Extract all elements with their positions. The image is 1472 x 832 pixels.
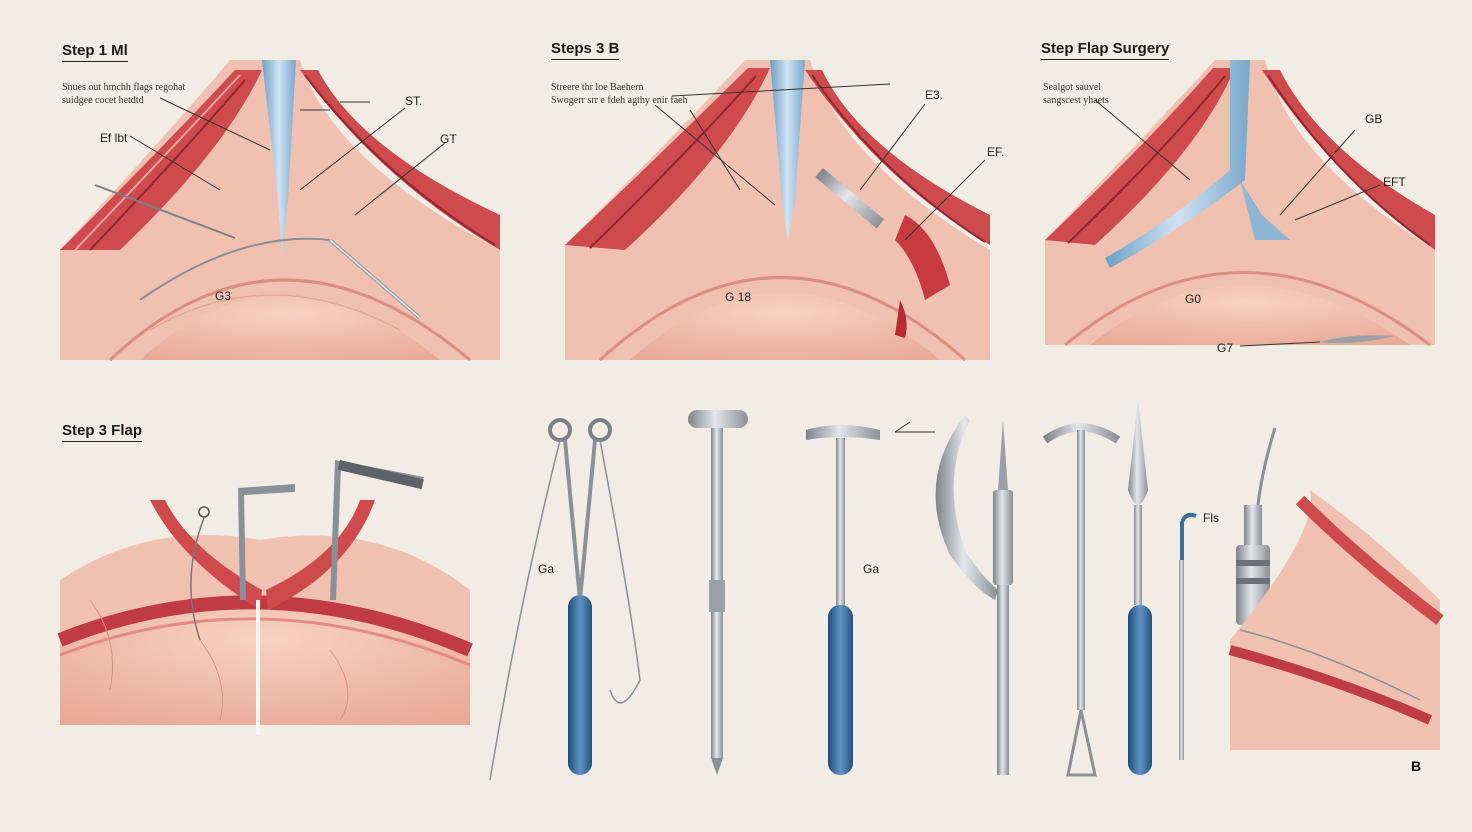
fascia-strip xyxy=(262,60,296,255)
panel-step1-illustration xyxy=(60,60,500,362)
scissors-instrument xyxy=(489,418,641,781)
step1-label-g3: G3 xyxy=(215,289,232,303)
lancet-instrument xyxy=(1128,400,1152,775)
step1-label-gt: GT xyxy=(440,132,457,146)
step3-label-g0: G0 xyxy=(1185,292,1202,306)
step2-label-e3: E3. xyxy=(925,88,944,102)
t-handle-blue-instrument xyxy=(806,421,935,775)
t-handle-probe xyxy=(688,410,748,775)
step2-label-g18: G 18 xyxy=(725,290,752,304)
step2-note-line1: Streere thr loe Baehern xyxy=(551,82,644,93)
step2-note-line2: Swogerr srr e fdeh agthy enir faeh xyxy=(551,95,688,106)
step1-note-line1: Snues out hmchh flags regohat xyxy=(62,82,186,93)
step1-label-ef: Ef lbt xyxy=(100,131,128,145)
corner-label: B xyxy=(1411,758,1422,774)
panel-step3-illustration xyxy=(1045,60,1435,347)
small-hook-probe xyxy=(1179,512,1197,760)
fascia-flap xyxy=(1105,60,1250,268)
curved-hook-instrument xyxy=(935,415,1013,775)
instrument-label-fls: Fls xyxy=(1203,511,1219,525)
instrument-label-ga-mid: Ga xyxy=(863,562,880,576)
step3-label-g7: G7 xyxy=(1217,341,1234,355)
instrument-tray xyxy=(489,400,1444,781)
step2-title: Steps 3 B xyxy=(551,40,620,60)
step1-label-st: ST. xyxy=(405,94,423,108)
panel-step2-illustration xyxy=(565,60,990,362)
step4-title: Step 3 Flap xyxy=(62,422,143,442)
step3-label-eft: EFT xyxy=(1383,175,1406,189)
muscle-right xyxy=(300,70,500,250)
step3-note-line2: sangscest yhaets xyxy=(1043,95,1109,106)
step1-title: Step 1 Ml xyxy=(62,42,128,62)
step1-note-line2: suidgee cocet hetdtd xyxy=(62,95,144,106)
panel-step4-illustration xyxy=(57,460,473,735)
step3-note-line1: Sealgot sauvel xyxy=(1043,82,1102,93)
triangle-loop-instrument xyxy=(1042,423,1121,777)
step2-label-ef: EF. xyxy=(987,145,1005,159)
step3-title: Step Flap Surgery xyxy=(1041,40,1170,60)
step3-label-gb: GB xyxy=(1365,112,1383,126)
instrument-label-ga-left: Ga xyxy=(538,562,555,576)
